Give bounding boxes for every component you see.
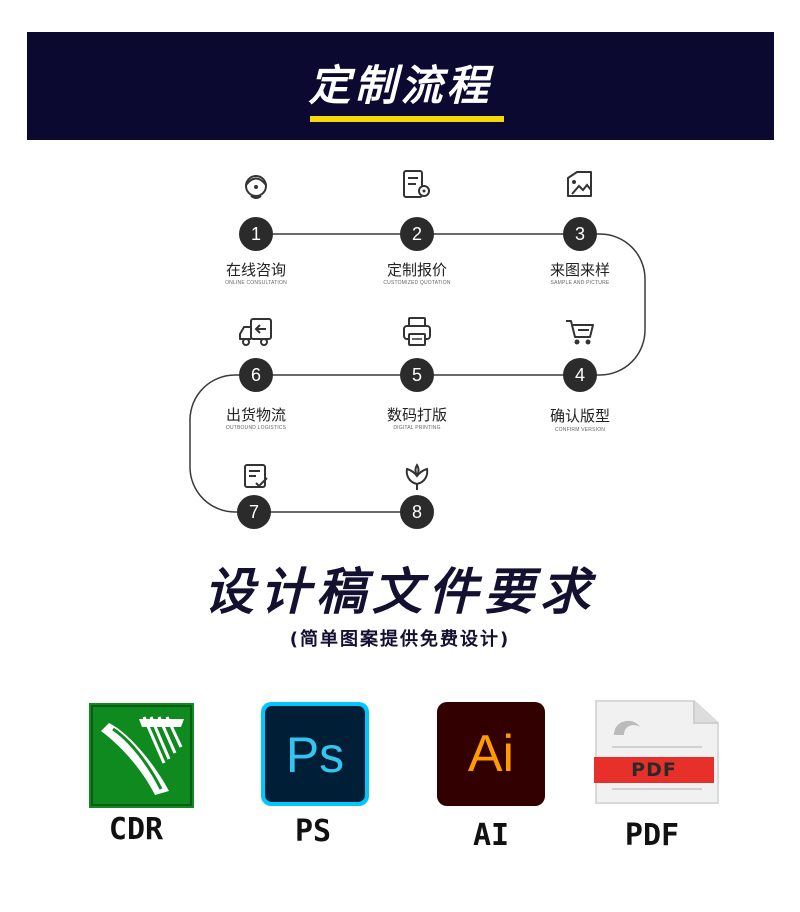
- step-label-1: 在线咨询: [225, 261, 286, 279]
- step-number-8: 8: [400, 495, 434, 529]
- format-label-cdr: CDR: [108, 812, 164, 847]
- process-flow: 1 在线咨询 ONLINE CONSULTATION 2 定制报价 CUSTOM…: [189, 170, 646, 529]
- banner-title: 定制流程: [308, 61, 493, 110]
- step-number-4: 4: [563, 358, 597, 392]
- step-label-5: 数码打版: [386, 406, 447, 424]
- step-sub-2: CUSTOMIZED QUOTATION: [383, 280, 451, 286]
- step-sub-6: OUTBOUND LOGISTICS: [225, 425, 287, 431]
- step-sub-3: SAMPLE AND PICTURE: [550, 280, 610, 286]
- step-label-4: 确认版型: [549, 407, 610, 425]
- step-number-6: 6: [239, 358, 273, 392]
- step-number-3: 3: [563, 217, 597, 251]
- step-number-5: 5: [400, 358, 434, 392]
- shopping-cart-icon: [566, 320, 594, 345]
- flower-icon: [405, 463, 429, 490]
- pdf-logo-text: PDF: [631, 759, 677, 781]
- step-number-1: 1: [239, 217, 273, 251]
- photoshop-logo-icon: Ps: [261, 702, 369, 806]
- design-requirements-title: 设计稿文件要求: [204, 562, 596, 621]
- step-label-3: 来图来样: [549, 261, 610, 279]
- headset-agent-icon: [245, 175, 267, 199]
- photoshop-logo-text: Ps: [285, 727, 345, 783]
- document-gear-icon: [403, 170, 430, 198]
- design-requirements-subtitle: (简单图案提供免费设计): [289, 629, 511, 650]
- pdf-file-icon: PDF: [594, 699, 720, 806]
- step-sub-1: ONLINE CONSULTATION: [225, 280, 287, 286]
- step-number-7: 7: [237, 495, 271, 529]
- step-label-2: 定制报价: [386, 261, 447, 279]
- image-sample-icon: [567, 171, 592, 197]
- step-number-2: 2: [400, 217, 434, 251]
- checklist-icon: [244, 464, 268, 488]
- banner-underline: [310, 116, 504, 122]
- step-sub-4: CONFIRM VERSION: [554, 427, 606, 433]
- illustrator-logo-icon: Ai: [437, 702, 545, 806]
- format-label-pdf: PDF: [624, 818, 680, 853]
- format-label-ps: PS: [294, 814, 332, 849]
- format-label-ai: AI: [472, 818, 510, 853]
- header-banner: 定制流程: [27, 32, 774, 140]
- delivery-truck-icon: [239, 318, 272, 346]
- illustrator-logo-text: Ai: [467, 725, 515, 783]
- step-sub-5: DIGITAL PRINTING: [393, 425, 441, 431]
- step-label-6: 出货物流: [225, 406, 286, 424]
- coreldraw-logo-icon: [89, 703, 194, 808]
- printer-icon: [403, 317, 431, 346]
